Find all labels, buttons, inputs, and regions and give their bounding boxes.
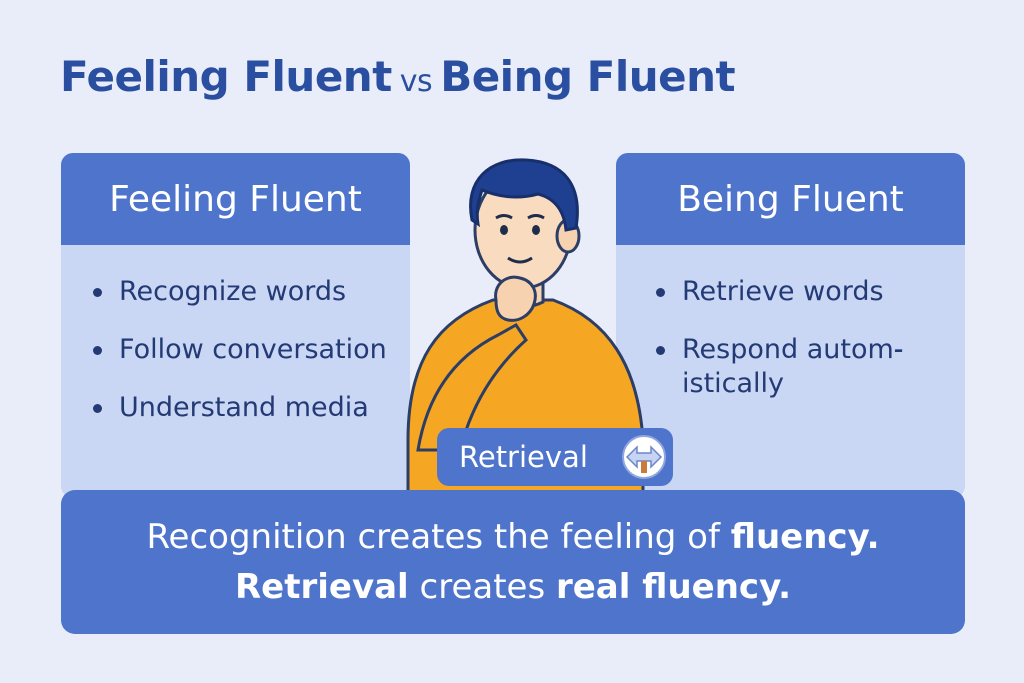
bullet-icon: [656, 346, 665, 355]
left-eye: [500, 225, 508, 235]
arm: [416, 323, 528, 452]
being-fluent-panel: Being Fluent Retrieve words Respond auto…: [616, 153, 965, 498]
list-item: Recognize words: [89, 275, 409, 309]
being-fluent-header: Being Fluent: [616, 153, 965, 245]
feeling-fluent-panel: Feeling Fluent Recognize words Follow co…: [61, 153, 410, 498]
hand: [494, 275, 537, 322]
summary-line2-bold-a: Retrieval: [234, 567, 409, 607]
summary-line-1: Recognition creates the feeling of fluen…: [146, 512, 879, 562]
feeling-fluent-header: Feeling Fluent: [61, 153, 410, 245]
summary-banner: Recognition creates the feeling of fluen…: [61, 490, 965, 634]
list-item: Retrieve words: [652, 275, 962, 309]
summary-line2-bold-b: real fluency.: [555, 567, 792, 607]
title-being-fluent: Being Fluent: [440, 52, 736, 101]
summary-line1-bold: fluency.: [730, 517, 880, 557]
list-item-text: Understand media: [119, 392, 369, 423]
double-arrow-icon: [622, 435, 666, 479]
title-feeling-fluent: Feeling Fluent: [60, 52, 392, 101]
retrieval-tag: Retrieval: [437, 428, 673, 486]
right-eye: [532, 225, 540, 235]
list-item: Follow conversation: [89, 333, 409, 367]
retrieval-label: Retrieval: [459, 440, 588, 474]
bullet-icon: [93, 346, 102, 355]
summary-line-2: Retrieval creates real fluency.: [235, 562, 791, 612]
bullet-icon: [93, 404, 102, 413]
list-item-text: Retrieve words: [682, 276, 884, 307]
summary-line1-text: Recognition creates the feeling of: [146, 517, 720, 557]
title-vs: vs: [399, 64, 433, 99]
list-item: Understand media: [89, 391, 409, 425]
feeling-fluent-list: Recognize words Follow conversation Unde…: [61, 245, 410, 425]
bullet-icon: [656, 288, 665, 297]
list-item-text: Recognize words: [119, 276, 347, 307]
mouth: [507, 256, 533, 264]
list-item: Respond autom-̵istically: [652, 333, 962, 401]
bullet-icon: [93, 288, 102, 297]
summary-line2-text: creates: [419, 567, 546, 607]
list-item-text: Respond autom-̵istically: [682, 334, 904, 399]
hair: [469, 158, 579, 232]
list-item-text: Follow conversation: [119, 334, 387, 365]
being-fluent-list: Retrieve words Respond autom-̵istically: [616, 245, 965, 401]
